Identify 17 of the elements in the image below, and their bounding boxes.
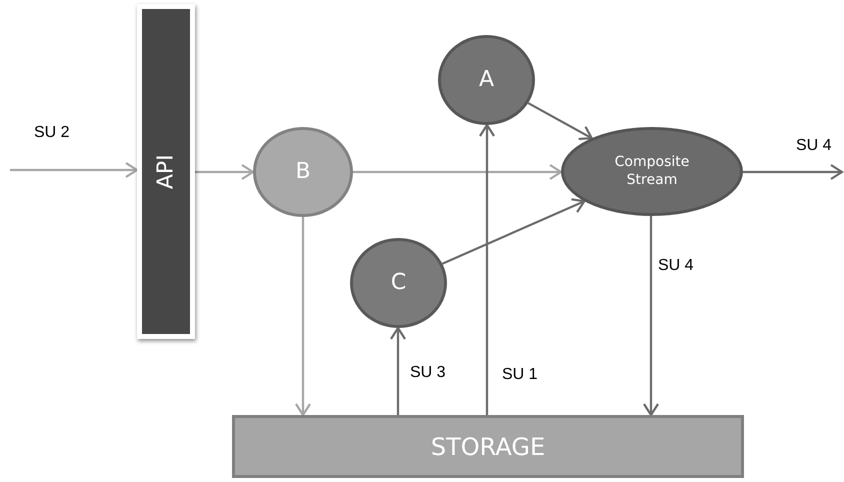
- arrow: [353, 164, 562, 180]
- arrow: [442, 198, 586, 265]
- node-label: B: [295, 158, 311, 186]
- arrow: [195, 164, 254, 180]
- node-label: Composite Stream: [614, 154, 690, 189]
- arrow: [10, 162, 138, 178]
- node-label: STORAGE: [430, 432, 546, 462]
- arrow: [294, 217, 312, 416]
- arrow: [528, 102, 593, 140]
- node-label: C: [390, 269, 406, 297]
- storage-bar: [232, 415, 744, 478]
- node-label: A: [478, 66, 494, 94]
- arrow: [478, 124, 496, 415]
- arrow: [390, 326, 406, 415]
- arrow: [743, 164, 844, 180]
- arrow: [642, 216, 660, 416]
- node-label: API: [152, 154, 180, 189]
